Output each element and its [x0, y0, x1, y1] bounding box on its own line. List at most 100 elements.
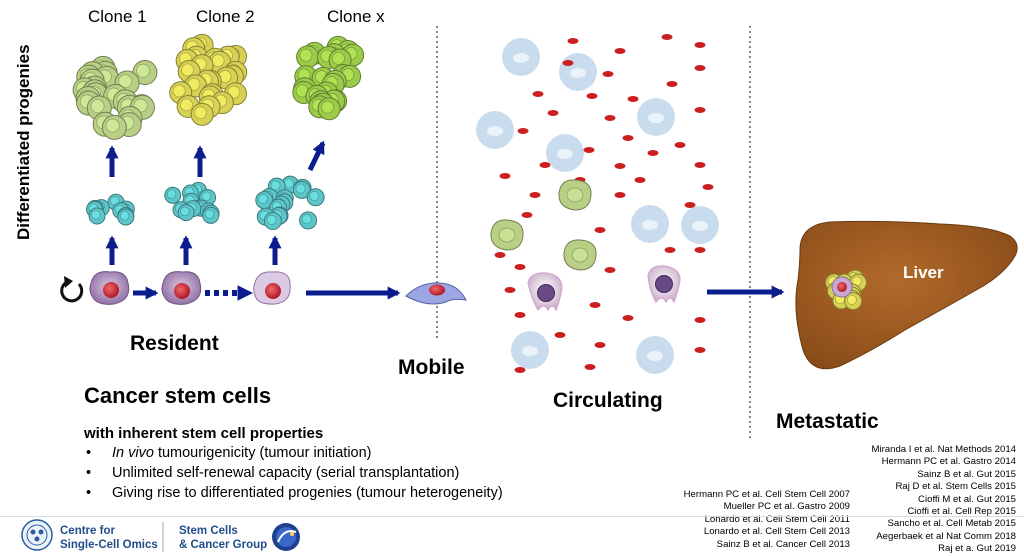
- red-blood-cell: [684, 202, 696, 208]
- red-blood-cell: [694, 65, 706, 71]
- red-blood-cell: [702, 184, 714, 190]
- red-blood-cell: [694, 107, 706, 113]
- centre-logo-text: Centre for Single-Cell Omics: [60, 524, 158, 552]
- reference-item: Cioffi et al. Cell Rep 2015: [907, 506, 1016, 518]
- white-blood-cell: [502, 38, 540, 76]
- progenitor-cell: [292, 180, 311, 199]
- arrow-up-icon: [307, 140, 326, 172]
- red-blood-cell: [514, 367, 526, 373]
- differentiated-cell: [296, 45, 320, 69]
- red-blood-cell: [666, 81, 678, 87]
- white-blood-cell: [546, 134, 584, 172]
- red-blood-cell: [494, 252, 506, 258]
- circulating-tumour-cell: [647, 265, 681, 304]
- red-blood-cell: [532, 91, 544, 97]
- resident-label: Resident: [130, 332, 219, 355]
- reference-item: Sancho et al. Cell Metab 2015: [887, 518, 1016, 530]
- reference-item: Lonardo et al. Cell Stem Cell 2011: [704, 513, 850, 525]
- references-right: Miranda I et al. Nat Methods 2014 Herman…: [871, 444, 1016, 556]
- reference-item: Mueller PC et al. Gastro 2009: [723, 501, 850, 513]
- red-blood-cell: [614, 163, 626, 169]
- progenitor-cell: [117, 208, 135, 226]
- references-left: Hermann PC et al. Cell Stem Cell 2007 Mu…: [684, 489, 850, 551]
- properties-heading: with inherent stem cell properties: [84, 425, 324, 442]
- red-blood-cell: [562, 60, 574, 66]
- clone2-label: Clone 2: [196, 7, 255, 26]
- progenitor-cell: [255, 191, 274, 210]
- red-blood-cells: [494, 34, 714, 373]
- metastatic-cell: [844, 292, 863, 311]
- red-blood-cell: [589, 302, 601, 308]
- footer-divider: [0, 516, 1024, 517]
- circulating-label: Circulating: [553, 389, 663, 412]
- red-blood-cell: [514, 264, 526, 270]
- cancer-stem-cell: [253, 271, 291, 305]
- property-item: In vivo tumourigenicity (tumour initiati…: [84, 443, 503, 463]
- group-logo-icon: [272, 523, 300, 551]
- red-blood-cell: [674, 142, 686, 148]
- property-item: Unlimited self-renewal capacity (serial …: [84, 463, 503, 483]
- cancer-stem-cell: [89, 271, 130, 305]
- differentiated-cell: [101, 114, 127, 140]
- properties-list: In vivo tumourigenicity (tumour initiati…: [84, 443, 503, 503]
- white-blood-cell: [681, 206, 719, 244]
- clonex-label: Clone x: [327, 7, 385, 26]
- centre-logo-line1: Centre for: [60, 525, 115, 537]
- red-blood-cell: [521, 212, 533, 218]
- reference-item: Aegerbaek et al Nat Comm 2018: [876, 530, 1016, 542]
- reference-item: Hermann PC et al. Gastro 2014: [881, 456, 1016, 468]
- red-blood-cell: [614, 48, 626, 54]
- progenitor-cluster-3: [255, 175, 325, 231]
- progenitor-cell: [164, 186, 182, 204]
- differentiated-cell: [190, 102, 214, 126]
- clone1-label: Clone 1: [88, 7, 147, 26]
- liver-label: Liver: [903, 263, 944, 282]
- red-blood-cell: [529, 192, 541, 198]
- red-blood-cell: [604, 267, 616, 273]
- red-blood-cell: [586, 93, 598, 99]
- y-axis-label: Differentiated progenies: [14, 44, 33, 240]
- red-blood-cell: [634, 177, 646, 183]
- group-logo-text: Stem Cells & Cancer Group: [179, 524, 267, 552]
- property-item-italic: In vivo: [112, 445, 154, 461]
- red-blood-cell: [602, 71, 614, 77]
- metastatic-stem-cell: [831, 276, 853, 298]
- red-blood-cell: [604, 115, 616, 121]
- red-blood-cell: [694, 42, 706, 48]
- centre-logo-line2: Single-Cell Omics: [60, 539, 158, 551]
- differentiated-cell: [563, 239, 597, 271]
- red-blood-cell: [539, 162, 551, 168]
- metastatic-label: Metastatic: [776, 410, 879, 433]
- differentiated-cell: [317, 97, 341, 121]
- reference-item: Sainz B et al. Cancer Cell 2013: [716, 538, 850, 550]
- red-blood-cell: [622, 135, 634, 141]
- red-blood-cell: [554, 332, 566, 338]
- red-blood-cell: [694, 317, 706, 323]
- liver-organ: [795, 220, 1018, 370]
- progenitor-cell: [306, 188, 325, 207]
- red-blood-cell: [584, 364, 596, 370]
- red-blood-cell: [694, 347, 706, 353]
- differentiated-cell: [558, 179, 592, 211]
- reference-item: Hermann PC et al. Cell Stem Cell 2007: [683, 489, 850, 500]
- red-blood-cell: [664, 247, 676, 253]
- red-blood-cell: [694, 162, 706, 168]
- red-blood-cell: [594, 227, 606, 233]
- progenitor-cell: [202, 206, 220, 224]
- self-renewal-icon: [60, 276, 84, 303]
- group-logo-line1: Stem Cells: [179, 525, 238, 537]
- progenitor-cell: [263, 212, 282, 231]
- white-blood-cell: [559, 53, 597, 91]
- red-blood-cell: [694, 247, 706, 253]
- reference-item: Raj D et al. Stem Cells 2015: [895, 481, 1016, 493]
- group-logo-line2: & Cancer Group: [179, 539, 268, 551]
- red-blood-cell: [622, 315, 634, 321]
- white-blood-cell: [631, 205, 669, 243]
- clone1-cell-cluster: [72, 55, 158, 140]
- red-blood-cell: [614, 192, 626, 198]
- progenitor-cluster-1: [86, 193, 135, 226]
- red-blood-cell: [583, 147, 595, 153]
- centre-logo-icon: [21, 519, 53, 551]
- reference-item: Sainz B et al. Gut 2015: [917, 468, 1016, 480]
